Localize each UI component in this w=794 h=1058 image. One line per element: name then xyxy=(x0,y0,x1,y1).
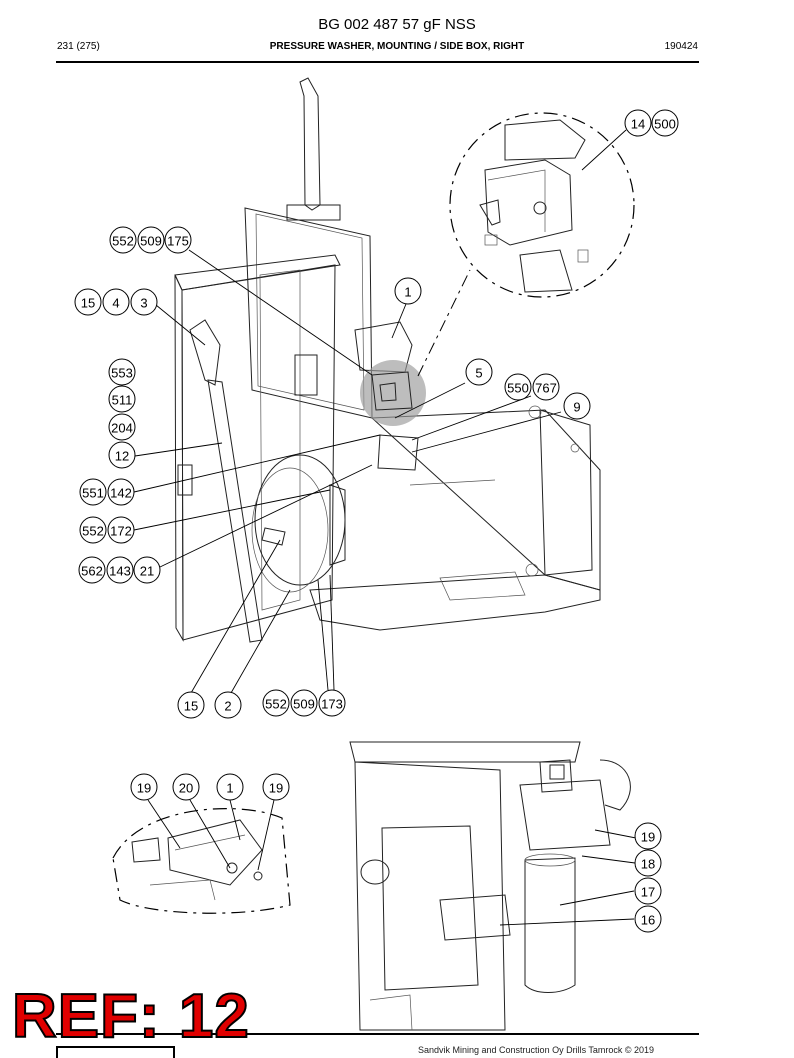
svg-text:19: 19 xyxy=(137,781,151,796)
detail-view-switch-box xyxy=(449,112,635,298)
callout-19: 19 xyxy=(130,773,158,801)
callout-19: 19 xyxy=(634,822,662,850)
leader-lines xyxy=(133,129,637,926)
callout-17: 17 xyxy=(634,877,662,905)
header-rule xyxy=(56,61,699,63)
svg-text:553: 553 xyxy=(111,366,133,381)
ref-stamp: REF: 12 xyxy=(11,981,250,1052)
callout-550: 550 xyxy=(504,373,532,401)
svg-text:767: 767 xyxy=(535,381,557,396)
callout-173: 173 xyxy=(318,689,346,717)
svg-text:509: 509 xyxy=(140,234,162,249)
callout-552: 552 xyxy=(79,516,107,544)
callout-175: 175 xyxy=(164,226,192,254)
svg-text:509: 509 xyxy=(293,697,315,712)
callout-1: 1 xyxy=(216,773,244,801)
callout-511: 511 xyxy=(108,385,136,413)
svg-text:1: 1 xyxy=(226,781,233,796)
svg-text:12: 12 xyxy=(115,449,129,464)
svg-text:142: 142 xyxy=(110,486,132,501)
callout-15: 15 xyxy=(177,691,205,719)
callout-9: 9 xyxy=(563,392,591,420)
callout-16: 16 xyxy=(634,905,662,933)
svg-text:552: 552 xyxy=(265,697,287,712)
callout-172: 172 xyxy=(107,516,135,544)
svg-text:552: 552 xyxy=(112,234,134,249)
callout-12: 12 xyxy=(108,441,136,469)
callout-15: 15 xyxy=(74,288,102,316)
svg-text:18: 18 xyxy=(641,857,655,872)
callout-19: 19 xyxy=(262,773,290,801)
page-number: 231 (275) xyxy=(57,41,100,52)
callout-20: 20 xyxy=(172,773,200,801)
svg-text:9: 9 xyxy=(573,400,580,415)
svg-text:15: 15 xyxy=(184,699,198,714)
callout-14: 14 xyxy=(624,109,652,137)
callout-552: 552 xyxy=(262,689,290,717)
svg-text:4: 4 xyxy=(112,296,119,311)
svg-text:143: 143 xyxy=(109,564,131,579)
svg-text:21: 21 xyxy=(140,564,154,579)
svg-text:15: 15 xyxy=(81,296,95,311)
callout-500: 500 xyxy=(651,109,679,137)
callout-1: 1 xyxy=(394,277,422,305)
callout-3: 3 xyxy=(130,288,158,316)
svg-text:175: 175 xyxy=(167,234,189,249)
main-assembly-drawing xyxy=(174,77,601,643)
footer-copyright: Sandvik Mining and Construction Oy Drill… xyxy=(418,1045,655,1055)
svg-text:17: 17 xyxy=(641,885,655,900)
svg-text:16: 16 xyxy=(641,913,655,928)
callout-5: 5 xyxy=(465,358,493,386)
callout-21: 21 xyxy=(133,556,161,584)
svg-text:551: 551 xyxy=(82,486,104,501)
footer-rule xyxy=(56,1033,699,1035)
svg-text:552: 552 xyxy=(82,524,104,539)
svg-text:20: 20 xyxy=(179,781,193,796)
callout-143: 143 xyxy=(106,556,134,584)
detail-view-hose-connections xyxy=(112,807,291,914)
svg-text:5: 5 xyxy=(475,366,482,381)
callout-553: 553 xyxy=(108,358,136,386)
svg-text:19: 19 xyxy=(641,830,655,845)
svg-text:550: 550 xyxy=(507,381,529,396)
svg-text:172: 172 xyxy=(110,524,132,539)
callout-552: 552 xyxy=(109,226,137,254)
svg-text:1: 1 xyxy=(404,285,411,300)
svg-text:173: 173 xyxy=(321,697,343,712)
detail-view-pump-filter xyxy=(349,741,631,1031)
document-code: 190424 xyxy=(664,41,698,52)
callout-2: 2 xyxy=(214,691,242,719)
callout-4: 4 xyxy=(102,288,130,316)
svg-text:2: 2 xyxy=(224,699,231,714)
svg-text:562: 562 xyxy=(81,564,103,579)
detail-leader xyxy=(417,269,471,377)
callout-509: 509 xyxy=(137,226,165,254)
svg-text:511: 511 xyxy=(112,393,133,408)
callout-767: 767 xyxy=(532,373,560,401)
svg-text:19: 19 xyxy=(269,781,283,796)
callout-562: 562 xyxy=(78,556,106,584)
svg-text:14: 14 xyxy=(631,117,645,132)
callout-204: 204 xyxy=(108,413,136,441)
svg-text:204: 204 xyxy=(111,421,133,436)
callout-18: 18 xyxy=(634,849,662,877)
svg-text:500: 500 xyxy=(654,117,676,132)
highlight-region xyxy=(360,360,426,426)
callout-551: 551 xyxy=(79,478,107,506)
callout-142: 142 xyxy=(107,478,135,506)
callout-509: 509 xyxy=(290,689,318,717)
document-title: BG 002 487 57 gF NSS xyxy=(318,16,476,33)
svg-text:3: 3 xyxy=(140,296,147,311)
section-title: PRESSURE WASHER, MOUNTING / SIDE BOX, RI… xyxy=(269,41,525,52)
